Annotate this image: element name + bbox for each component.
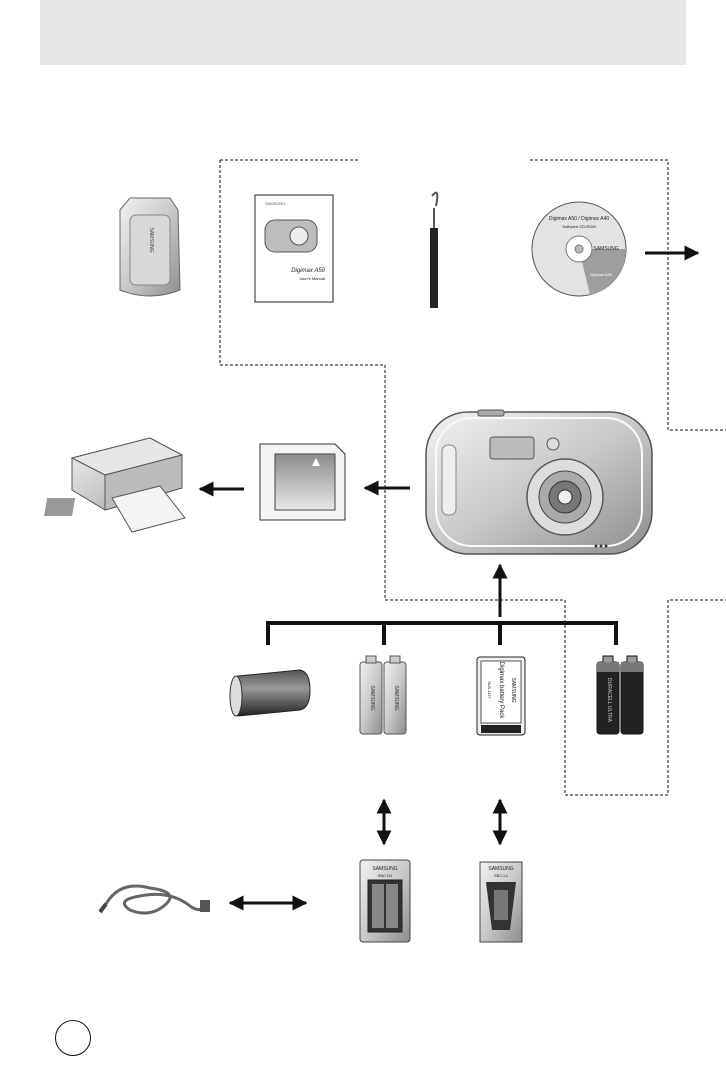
rechargeable-battery-image — [229, 669, 311, 717]
strap-image — [430, 191, 439, 308]
aa-left-text: SAMSUNG — [369, 685, 375, 710]
charger-right-model: SBC-L1 — [494, 873, 509, 878]
battery-pack-model: SLB-1137 — [487, 681, 492, 699]
page-number-badge — [55, 1020, 91, 1056]
battery-pack-brand: SAMSUNG — [510, 677, 516, 702]
alkaline-batteries-image: DURACELL ULTRA — [596, 655, 644, 735]
battery-pack-image: Digimax battery Pack SAMSUNG SLB-1137 — [476, 656, 526, 736]
manual-brand-text: SAMSUNG — [265, 201, 285, 206]
aa-nimh-batteries-image: SAMSUNG SAMSUNG — [359, 655, 407, 735]
battery-pack-title: Digimax battery Pack — [498, 662, 504, 720]
printer-image — [44, 437, 186, 533]
charger-arrows — [228, 798, 508, 911]
charger-right-image: SAMSUNG SBC-L1 — [479, 861, 523, 943]
ac-cord-image — [98, 884, 210, 915]
charger-left-image: SAMSUNG SBC-N1 — [359, 859, 411, 943]
manual-model-text: Digimax A50 — [291, 268, 325, 274]
camera-case-image: SAMSUNG — [119, 197, 181, 297]
charger-left-model: SBC-N1 — [378, 873, 393, 878]
dashed-region-included — [219, 159, 726, 796]
memory-card-image — [259, 443, 346, 521]
cd-title-text: Digimax A50 / Digimax A40 — [549, 216, 610, 222]
alkaline-text: DURACELL ULTRA — [606, 678, 612, 723]
power-bus — [266, 563, 618, 645]
camera-image — [425, 409, 653, 555]
aa-right-text: SAMSUNG — [393, 685, 399, 710]
header-bar — [40, 0, 686, 65]
software-cd-image: Digimax A50 / Digimax A40 Software CD-RO… — [531, 201, 627, 297]
charger-right-brand: SAMSUNG — [488, 866, 513, 872]
charger-left-brand: SAMSUNG — [372, 866, 397, 872]
case-brand-text: SAMSUNG — [148, 227, 154, 252]
users-manual-image: Digimax A50 User's Manual SAMSUNG — [254, 194, 334, 303]
cd-side-text: Digimax A50 — [590, 272, 613, 277]
cd-brand-text: SAMSUNG — [593, 246, 618, 252]
manual-sub-text: User's Manual — [300, 276, 326, 281]
cd-sub-text: Software CD-ROM — [562, 224, 595, 229]
